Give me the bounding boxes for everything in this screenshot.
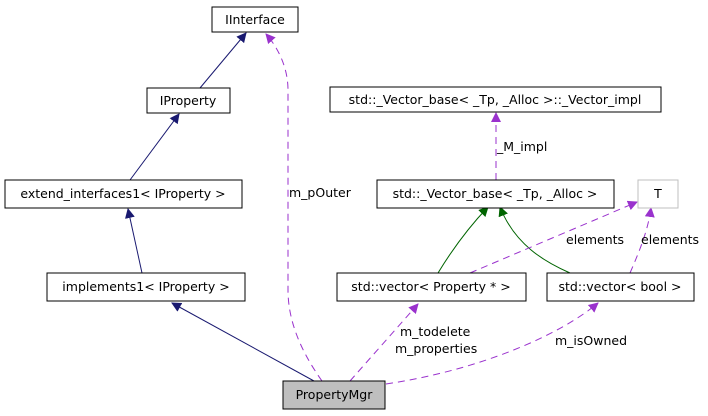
label-m-isowned: m_isOwned xyxy=(555,333,627,348)
node-label: extend_interfaces1< IProperty > xyxy=(20,186,225,201)
edge-m-pouter xyxy=(265,33,323,382)
node-label: implements1< IProperty > xyxy=(62,279,229,294)
inheritance-edges xyxy=(125,32,315,382)
node-propertymgr[interactable]: PropertyMgr xyxy=(282,380,386,410)
node-label: std::vector< Property * > xyxy=(351,279,510,294)
edge-labels: m_pOuter _M_impl elements elements m_tod… xyxy=(289,139,699,356)
node-vector-bool[interactable]: std::vector< bool > xyxy=(546,272,695,302)
edge-iproperty-to-iinterface xyxy=(199,32,247,89)
node-vector-property-ptr[interactable]: std::vector< Property * > xyxy=(336,272,527,302)
edge-vector-bool-to-base xyxy=(498,206,571,274)
label-elements-1: elements xyxy=(566,232,624,247)
label-elements-2: elements xyxy=(641,232,699,247)
edge-propertymgr-to-implements xyxy=(171,302,315,382)
edge-m-isowned xyxy=(385,302,599,385)
node-label: std::vector< bool > xyxy=(558,279,681,294)
node-vector-base[interactable]: std::_Vector_base< _Tp, _Alloc > xyxy=(376,179,615,209)
node-extend-interfaces1[interactable]: extend_interfaces1< IProperty > xyxy=(4,179,243,209)
node-template-t[interactable]: T xyxy=(637,179,679,209)
template-edges xyxy=(437,206,571,274)
node-label: T xyxy=(653,186,662,201)
node-label: IProperty xyxy=(160,93,217,108)
node-label: PropertyMgr xyxy=(296,387,374,402)
label-m-properties: m_properties xyxy=(395,341,477,356)
edge-implements-to-extend xyxy=(125,208,143,274)
label-m-pouter: m_pOuter xyxy=(289,185,352,200)
node-iproperty[interactable]: IProperty xyxy=(146,87,231,114)
node-label: std::_Vector_base< _Tp, _Alloc > xyxy=(393,186,598,201)
node-iinterface[interactable]: IInterface xyxy=(211,6,299,33)
edge-elements-1 xyxy=(469,200,638,274)
edge-extend-to-iproperty xyxy=(129,113,180,181)
label-m-todelete: m_todelete xyxy=(400,324,471,339)
edge-elements-2 xyxy=(629,207,655,274)
label-m-impl: _M_impl xyxy=(496,139,547,154)
node-implements1[interactable]: implements1< IProperty > xyxy=(46,272,246,302)
node-vector-impl[interactable]: std::_Vector_base< _Tp, _Alloc >::_Vecto… xyxy=(329,86,662,113)
edge-vector-property-to-base xyxy=(437,206,489,274)
node-label: std::_Vector_base< _Tp, _Alloc >::_Vecto… xyxy=(349,92,642,107)
edge-m-todelete-m-properties xyxy=(349,303,419,382)
node-label: IInterface xyxy=(225,12,285,27)
usage-edges xyxy=(265,33,655,385)
